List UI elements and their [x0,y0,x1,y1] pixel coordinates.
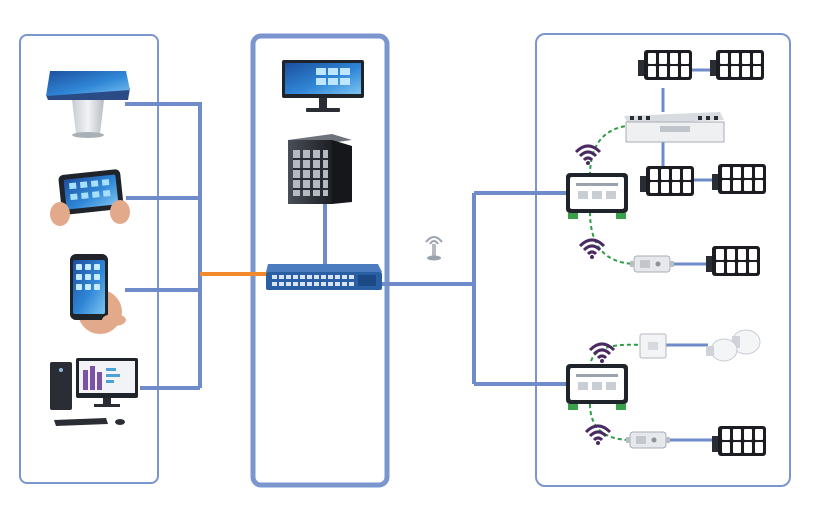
wifi-signal-icon [588,342,616,365]
smartphone-icon [70,254,126,334]
client-bus [125,102,202,390]
wifi-signal-icon [574,144,602,167]
wireless-node-icon [629,255,675,273]
monitor-icon [282,60,364,112]
wall-panel-icon [639,333,667,359]
field-trunk [382,191,568,386]
light-bulb-icon [706,329,761,362]
wifi-signal-icon [584,424,612,447]
touch-kiosk-icon [46,71,130,138]
tower-server-icon [288,134,352,204]
led-floodlight-icon [712,426,766,456]
led-floodlight-icon [706,246,760,276]
core-group-frame [250,33,390,488]
led-floodlight-icon [712,164,766,194]
network-switch-icon [266,264,382,290]
led-floodlight-icon [710,50,764,80]
wireless-access-point-icon [425,236,443,261]
led-floodlight-icon [640,166,694,196]
wifi-signal-icon [578,238,606,261]
desktop-pc-icon [50,358,138,426]
touch-controller-icon [566,364,628,410]
field-group-frame [535,33,791,487]
led-floodlight-icon [638,50,692,80]
tablet-icon [50,169,130,226]
touch-controller-icon [566,173,628,219]
din-rail-module-icon [624,112,725,143]
wireless-node-icon [625,431,671,449]
clients-group-frame [19,34,159,484]
field-wired-links [661,68,716,442]
